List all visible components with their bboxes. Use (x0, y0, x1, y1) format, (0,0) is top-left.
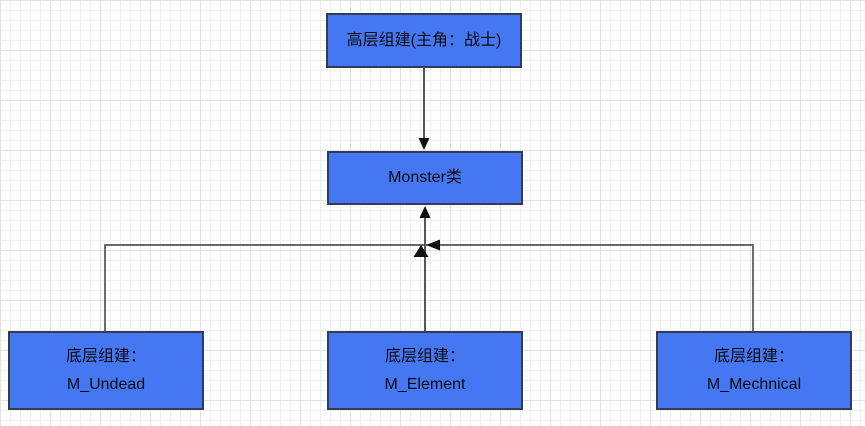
node-high-level-component[interactable]: 高层组建(主角：战士) (326, 13, 522, 68)
node-monster-class[interactable]: Monster类 (327, 151, 523, 205)
arrow-element-to-monster (419, 206, 431, 331)
node-m-mechnical[interactable]: 底层组建： M_Mechnical (656, 331, 852, 410)
node-label-line1: 底层组建： (65, 347, 146, 365)
node-label-line1: 底层组建： (713, 347, 794, 365)
node-label-line1: 底层组建： (384, 347, 465, 365)
node-label-line2: M_Mechnical (706, 375, 802, 393)
branch-bus (104, 239, 754, 331)
arrowhead-up-small-icon (413, 245, 429, 257)
arrow-top-to-monster (418, 68, 430, 150)
node-m-element[interactable]: 底层组建： M_Element (327, 331, 523, 410)
node-label-line2: M_Element (384, 375, 466, 393)
arrowhead-up-icon (419, 206, 431, 218)
arrowhead-left-icon (426, 239, 440, 251)
arrowhead-down-icon (418, 138, 430, 150)
node-label-line2: M_Undead (66, 375, 146, 393)
node-label: 高层组建(主角：战士) (346, 31, 502, 49)
node-label: Monster类 (388, 169, 462, 186)
node-m-undead[interactable]: 底层组建： M_Undead (8, 331, 204, 410)
